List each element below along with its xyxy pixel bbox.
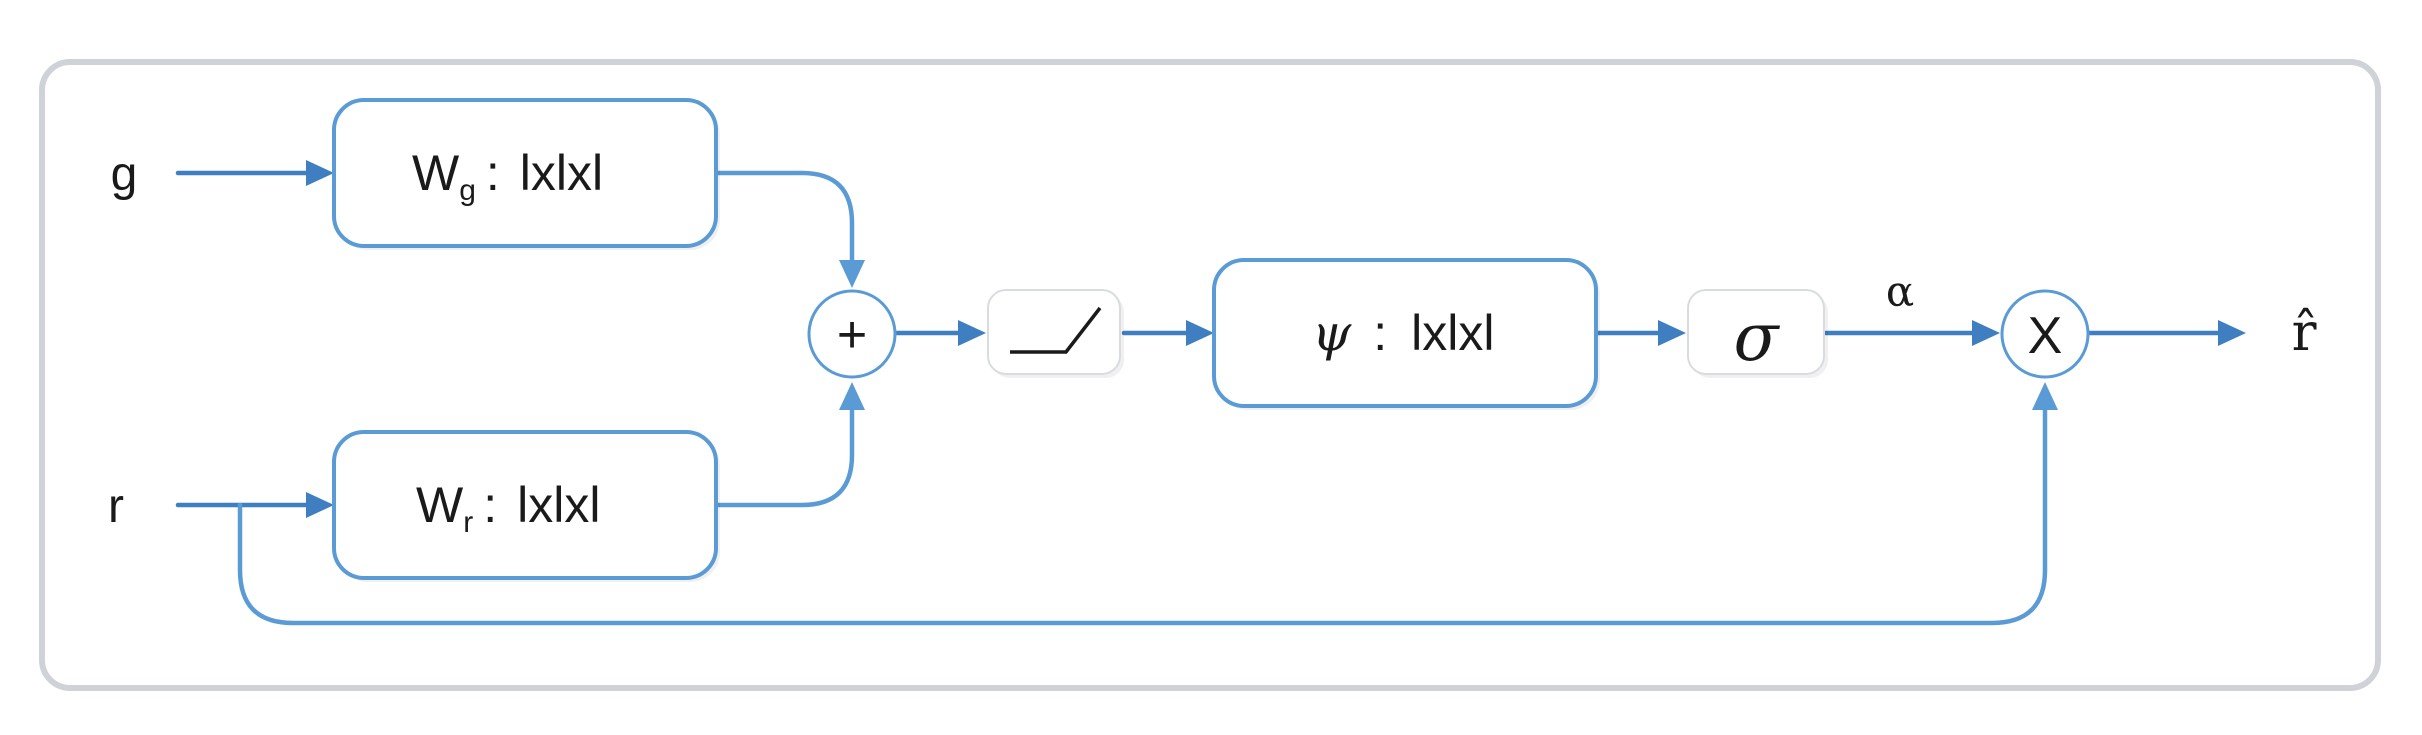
arrowhead-psi (1186, 320, 1214, 346)
wr-separator: : (483, 477, 497, 533)
wire-wr-to-sum (715, 407, 855, 508)
relu-icon (1010, 306, 1102, 354)
psi-separator: : (1373, 305, 1387, 361)
wire-wg-to-sum (715, 170, 855, 265)
arrowhead-sum-top (839, 260, 865, 288)
alpha-label: α (1886, 267, 1914, 316)
multiply-symbol: X (2028, 307, 2063, 365)
psi-dims: lxlxl (1411, 305, 1494, 361)
arrowhead-sigmoid (1658, 320, 1686, 346)
sigmoid-symbol: σ (1733, 299, 1780, 376)
wire-skip-r-to-mult (237, 407, 2048, 626)
arrowhead-output (2218, 320, 2246, 346)
wg-dims: lxlxl (520, 145, 603, 201)
arrowhead-wr (306, 492, 334, 518)
arrowhead-sum-bottom (839, 382, 865, 410)
wr-conv-box (332, 430, 718, 580)
wg-subscript: g (459, 174, 476, 207)
psi-conv-box (1212, 258, 1598, 408)
multiply-node (2000, 289, 2090, 379)
relu-box (987, 289, 1121, 375)
sum-symbol: + (837, 306, 867, 364)
wr-label: Wr: lxlxl (416, 477, 600, 539)
sum-node (807, 289, 897, 379)
wg-label: Wg: lxlxl (412, 145, 603, 207)
wr-subscript: r (463, 506, 473, 539)
sigmoid-box (1687, 289, 1825, 375)
wr-symbol: W (416, 477, 464, 533)
psi-symbol: ψ (1312, 304, 1352, 362)
input-g-label: g (111, 148, 138, 201)
wr-dims: lxlxl (517, 477, 600, 533)
arrowhead-mult (1972, 320, 2000, 346)
arrowhead-relu (958, 320, 986, 346)
arrowhead-wg (306, 160, 334, 186)
psi-label: ψ: lxlxl (1312, 304, 1494, 362)
output-label: r̂ (2292, 303, 2317, 363)
arrowhead-mult-bottom (2032, 382, 2058, 410)
wg-separator: : (486, 145, 500, 201)
input-r-label: r (108, 480, 124, 533)
wg-conv-box (332, 98, 718, 248)
wg-symbol: W (412, 145, 460, 201)
